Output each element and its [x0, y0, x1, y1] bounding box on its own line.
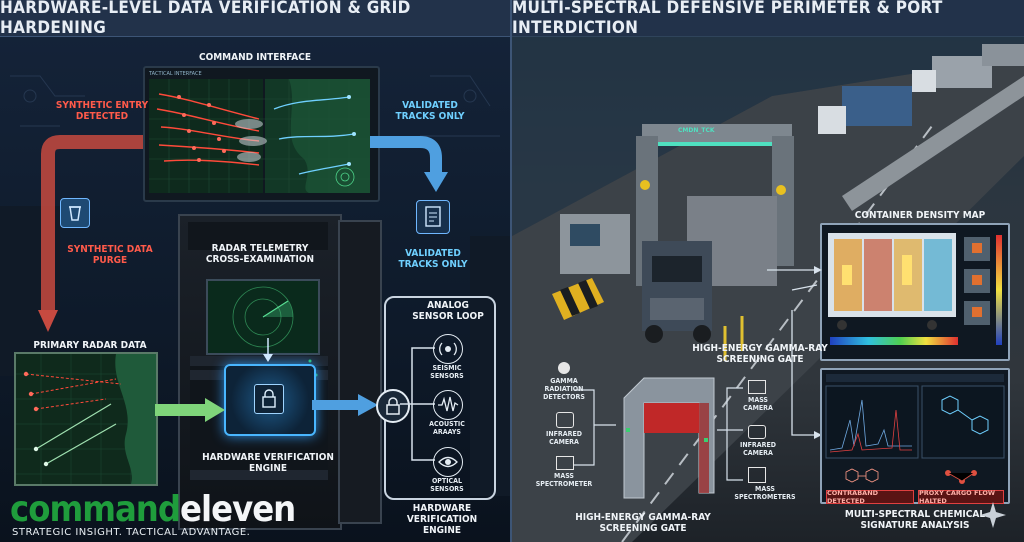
- radiation-icon: [776, 185, 786, 195]
- mass-camera-label: MASS CAMERA: [743, 396, 773, 412]
- brand-logo: commandeleven: [10, 489, 296, 530]
- radiation-icon: [640, 180, 650, 190]
- camera-icon: [748, 380, 766, 394]
- container-density-screen: [820, 223, 1010, 361]
- spectrometer-icon: [748, 467, 766, 483]
- gate-bottom-label: HIGH-ENERGY GAMMA-RAY SCREENING GATE: [575, 512, 711, 534]
- camera-icon: [556, 412, 574, 428]
- gate-sign: CMDN_TCK: [678, 127, 715, 134]
- chemical-analysis-screen: CONTRABAND DETECTED PROXY CARGO FLOW HAL…: [820, 368, 1010, 505]
- primary-radar-map: [14, 352, 158, 486]
- logo-part-eleven: eleven: [180, 489, 296, 530]
- radar-to-engine-arrow: [155, 398, 225, 422]
- validated-tracks-arrow: [370, 136, 448, 192]
- validated-tracks-mid-label: VALIDATED TRACKS ONLY: [398, 248, 468, 270]
- gate-right-connectors: [717, 387, 743, 481]
- optical-label: OPTICAL SENSORS: [430, 477, 464, 493]
- synthetic-entry-label: SYNTHETIC ENTRY DETECTED: [55, 100, 149, 122]
- contraband-panel: CONTRABAND DETECTED: [826, 468, 914, 505]
- radar-scope: [206, 279, 320, 355]
- brand-tagline: STRATEGIC INSIGHT. TACTICAL ADVANTAGE.: [12, 527, 251, 538]
- loop-connectors: [400, 347, 435, 461]
- radar-telemetry-label: RADAR TELEMETRY CROSS-EXAMINATION: [205, 243, 315, 265]
- right-panel: MULTI-SPECTRAL DEFENSIVE PERIMETER & POR…: [512, 0, 1024, 542]
- mass-spec-right-label: MASS SPECTROMETERS: [734, 485, 796, 501]
- contraband-badge: CONTRABAND DETECTED: [826, 489, 914, 505]
- rack-door: [338, 220, 382, 524]
- hw-engine-outer-label: HARDWARE VERIFICATION ENGINE: [406, 503, 478, 536]
- hw-engine-inner-label: HARDWARE VERIFICATION ENGINE: [202, 452, 334, 474]
- primary-radar-label: PRIMARY RADAR DATA: [33, 340, 147, 351]
- logo-part-command: command: [10, 489, 181, 530]
- right-title: MULTI-SPECTRAL DEFENSIVE PERIMETER & POR…: [512, 0, 1024, 38]
- sparkle-icon: [980, 502, 1006, 528]
- radiation-icon: [558, 362, 570, 374]
- mass-spec-left-label: MASS SPECTROMETER: [535, 472, 593, 488]
- seismic-label: SEISMIC SENSORS: [430, 364, 464, 380]
- left-title: HARDWARE-LEVEL DATA VERIFICATION & GRID …: [0, 0, 512, 38]
- tactical-map: [149, 79, 370, 193]
- gamma-detectors-label: GAMMA RADIATION DETECTORS: [543, 377, 585, 401]
- chemical-analysis-label: MULTI-SPECTRAL CHEMICAL SIGNATURE ANALYS…: [844, 509, 986, 531]
- panel-divider: [510, 0, 513, 542]
- spectrometer-icon: [556, 456, 574, 470]
- seismic-wave-icon: [433, 334, 463, 364]
- gate-left-connectors: [574, 389, 616, 466]
- eye-icon: [433, 447, 463, 477]
- infrared-right-label: INFRARED CAMERA: [739, 441, 777, 457]
- tactical-interface-label: TACTICAL INTERFACE: [149, 71, 202, 77]
- gate-diagram: [623, 377, 715, 499]
- gate-top-label: HIGH-ENERGY GAMMA-RAY SCREENING GATE: [692, 343, 828, 365]
- scan-connectors: [767, 266, 822, 439]
- down-arrow: [263, 338, 273, 362]
- padlock-icon: [376, 389, 410, 423]
- proxy-cargo-badge: PROXY CARGO FLOW HALTED: [918, 489, 1004, 505]
- acoustic-wave-icon: [433, 390, 463, 420]
- proxy-cargo-panel: PROXY CARGO FLOW HALTED: [918, 468, 1004, 505]
- recycle-bin-icon: [60, 198, 90, 228]
- synthetic-purge-arrow: [38, 135, 143, 332]
- infrared-left-label: INFRARED CAMERA: [545, 430, 583, 446]
- camera-icon: [748, 425, 766, 439]
- padlock-icon: [254, 384, 284, 414]
- acoustic-label: ACOUSTIC ARAAYS: [429, 420, 465, 436]
- analog-loop-label: ANALOG SENSOR LOOP: [412, 300, 484, 322]
- command-interface-label: COMMAND INTERFACE: [198, 52, 312, 63]
- validated-tracks-top-label: VALIDATED TRACKS ONLY: [395, 100, 465, 122]
- rack-top-vent: [188, 222, 328, 250]
- left-panel: HARDWARE-LEVEL DATA VERIFICATION & GRID …: [0, 0, 512, 542]
- container-map-label: CONTAINER DENSITY MAP: [854, 210, 986, 221]
- hardware-chip: [224, 364, 316, 436]
- engine-to-loop-arrow: [312, 394, 378, 416]
- command-monitor: TACTICAL INTERFACE: [143, 66, 380, 202]
- document-check-icon: [416, 200, 450, 234]
- synthetic-purge-label: SYNTHETIC DATA PURGE: [67, 244, 153, 266]
